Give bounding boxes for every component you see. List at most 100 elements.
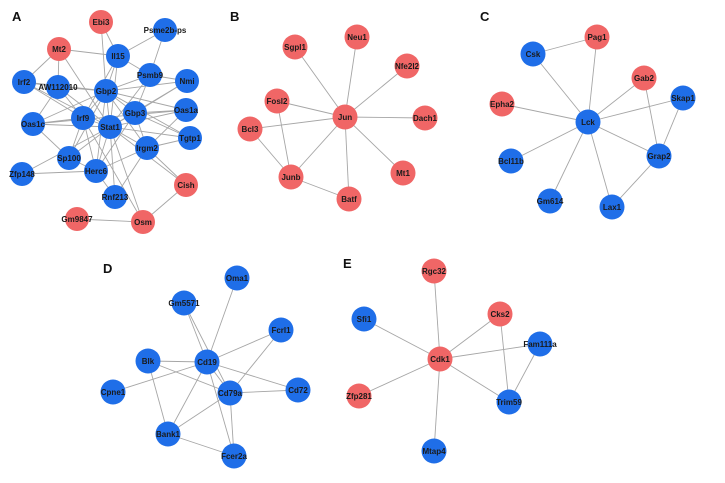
node-fcrl1: Fcrl1 — [268, 317, 294, 343]
node-circle-zfp148 — [10, 162, 34, 186]
node-label-mt2: Mt2 — [52, 45, 66, 54]
node-label-cks2: Cks2 — [490, 310, 510, 319]
node-circle-irgm2 — [135, 136, 159, 160]
edge-lck-pag1 — [587, 36, 598, 123]
node-irf2: Irf2 — [12, 70, 36, 94]
node-sgpl1: Sgpl1 — [282, 34, 308, 60]
node-epha2: Epha2 — [489, 91, 515, 117]
node-label-sgpl1: Sgpl1 — [284, 43, 306, 52]
edge-cd79a-fcrl1 — [229, 329, 282, 394]
node-bcl3: Bcl3 — [237, 116, 263, 142]
node-bank1: Bank1 — [155, 421, 181, 447]
edge-jun-mt1 — [344, 116, 404, 174]
node-circle-pag1 — [584, 24, 610, 50]
node-circle-mtap4 — [421, 438, 447, 464]
node-circle-rgc32 — [421, 258, 447, 284]
node-label-cd19: Cd19 — [197, 358, 217, 367]
node-label-cpne1: Cpne1 — [101, 388, 126, 397]
node-label-herc6: Herc6 — [85, 167, 108, 176]
node-circle-jun — [332, 104, 358, 130]
node-gm9847: Gm9847 — [61, 207, 93, 231]
node-lax1: Lax1 — [599, 194, 625, 220]
edge-cdk1-sfi1 — [363, 318, 441, 360]
node-il15: Il15 — [106, 44, 130, 68]
edge-jun-nfe2l2 — [344, 65, 408, 118]
node-circle-oma1 — [224, 265, 250, 291]
node-label-gab2: Gab2 — [634, 74, 655, 83]
edge-cd79a-blk — [147, 360, 231, 394]
edge-osm-irf9 — [82, 117, 144, 223]
node-circle-csk — [520, 41, 546, 67]
panel-label-a: A — [12, 9, 22, 24]
node-circle-batf — [336, 186, 362, 212]
node-circle-sp100 — [57, 146, 81, 170]
node-circle-osm — [131, 210, 155, 234]
node-label-psmb9: Psmb9 — [137, 71, 164, 80]
edge-fosl2-junb — [276, 100, 292, 178]
node-mt2: Mt2 — [47, 37, 71, 61]
panel-label-c: C — [480, 9, 490, 24]
node-gbp2: Gbp2 — [94, 79, 118, 103]
node-gm614: Gm614 — [537, 188, 564, 214]
node-fam111a: Fam111a — [523, 331, 557, 357]
edge-cd79a-gm5571 — [183, 302, 231, 394]
edge-cd19-oma1 — [206, 277, 238, 363]
node-cd72: Cd72 — [285, 377, 311, 403]
node-label-tgtp1: Tgtp1 — [179, 134, 201, 143]
edge-jun-sgpl1 — [294, 46, 346, 118]
edge-cdk1-trim59 — [439, 358, 510, 403]
node-circle-junb — [278, 164, 304, 190]
node-label-lck: Lck — [581, 118, 595, 127]
node-label-gm5571: Gm5571 — [168, 299, 200, 308]
node-label-grap2: Grap2 — [647, 152, 671, 161]
edge-cdk1-mtap4 — [433, 358, 441, 452]
node-label-fcrl1: Fcrl1 — [271, 326, 291, 335]
node-herc6: Herc6 — [84, 159, 108, 183]
node-circle-grap2 — [646, 143, 672, 169]
node-label-il15: Il15 — [111, 52, 125, 61]
node-label-cish: Cish — [177, 181, 194, 190]
node-irgm2: Irgm2 — [135, 136, 159, 160]
node-tgtp1: Tgtp1 — [178, 126, 202, 150]
node-label-fcer2a: Fcer2a — [221, 452, 247, 461]
node-circle-sfi1 — [351, 306, 377, 332]
edge-jun-neu1 — [344, 36, 358, 118]
node-circle-zfp281 — [346, 383, 372, 409]
node-csk: Csk — [520, 41, 546, 67]
node-circle-trim59 — [496, 389, 522, 415]
node-label-fam111a: Fam111a — [523, 340, 557, 349]
node-circle-gm5571 — [171, 290, 197, 316]
node-circle-il15 — [106, 44, 130, 68]
node-circle-cks2 — [487, 301, 513, 327]
node-cdk1: Cdk1 — [427, 346, 453, 372]
node-trim59: Trim59 — [496, 389, 522, 415]
edge-jun-batf — [344, 116, 350, 200]
node-label-sp100: Sp100 — [57, 154, 81, 163]
panel-label-d: D — [103, 261, 112, 276]
edge-jun-junb — [290, 116, 346, 178]
node-cks2: Cks2 — [487, 301, 513, 327]
node-label-rgc32: Rgc32 — [422, 267, 447, 276]
node-label-oma1: Oma1 — [226, 274, 249, 283]
node-sp100: Sp100 — [57, 146, 81, 170]
edge-cd19-fcrl1 — [206, 329, 282, 363]
node-label-batf: Batf — [341, 195, 357, 204]
node-oas1a: Oas1a — [174, 98, 199, 122]
edge-cdk1-rgc32 — [433, 270, 441, 360]
node-label-mt1: Mt1 — [396, 169, 410, 178]
edge-cd19-bank1 — [167, 361, 208, 435]
node-circle-neu1 — [344, 24, 370, 50]
node-zfp148: Zfp148 — [9, 162, 35, 186]
node-label-mtap4: Mtap4 — [422, 447, 446, 456]
node-circle-stat1 — [98, 115, 122, 139]
node-label-irgm2: Irgm2 — [136, 144, 158, 153]
node-label-lax1: Lax1 — [603, 203, 622, 212]
edge-lck-epha2 — [501, 103, 589, 123]
node-label-blk: Blk — [142, 357, 155, 366]
node-label-rnf213: Rnf213 — [102, 193, 129, 202]
node-circle-gm9847 — [65, 207, 89, 231]
node-cd79a: Cd79a — [217, 380, 243, 406]
node-circle-herc6 — [84, 159, 108, 183]
node-cish: Cish — [174, 173, 198, 197]
